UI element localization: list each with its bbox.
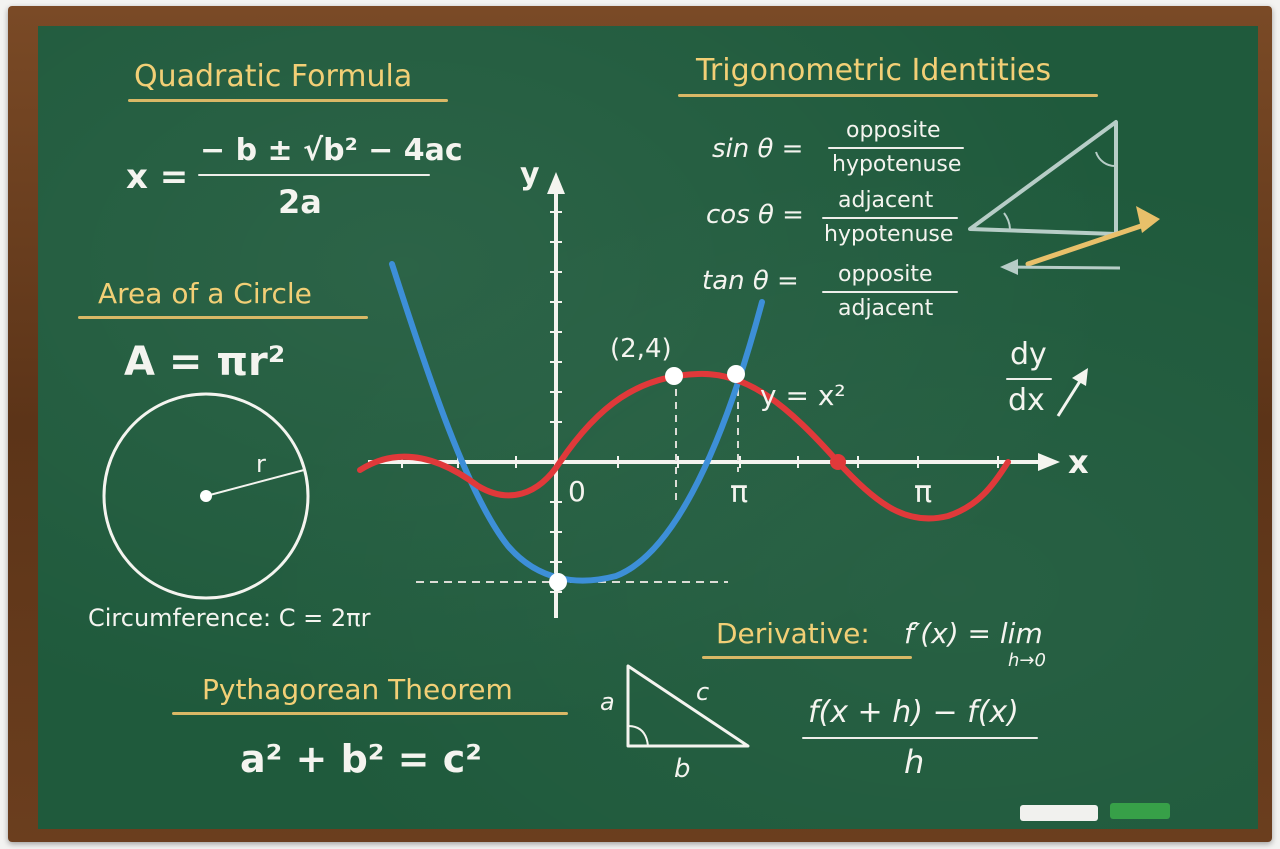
- cos-lhs: cos θ =: [706, 200, 804, 230]
- trig-triangle: [968, 120, 1118, 236]
- quadratic-title: Quadratic Formula: [134, 59, 413, 94]
- derivative-underline: [702, 656, 912, 659]
- graph-point-2-4: [665, 367, 683, 385]
- pythagorean-title: Pythagorean Theorem: [202, 673, 513, 706]
- dydx-fraction-bar: [1006, 378, 1052, 380]
- trig-grey-arrowhead: [1000, 259, 1018, 275]
- sin-denominator: hypotenuse: [832, 152, 962, 177]
- quadratic-numerator: − b ± √b² − 4ac: [200, 133, 463, 168]
- graph-point-red: [830, 454, 846, 470]
- derivative-lhs: f′(x) = lim: [904, 617, 1043, 650]
- tan-lhs: tan θ =: [702, 266, 799, 296]
- quadratic-lhs: x =: [126, 157, 189, 197]
- sin-lhs: sin θ =: [712, 134, 804, 164]
- graph-curve-label: y = x²: [760, 379, 846, 412]
- tan-fraction-bar: [822, 291, 958, 293]
- graph-x-label: x: [1068, 443, 1089, 481]
- area-underline: [78, 316, 368, 319]
- circle-center-dot: [200, 490, 212, 502]
- green-chalk-eraser[interactable]: [1110, 803, 1170, 819]
- pythagorean-underline: [172, 712, 568, 715]
- derivative-limit-sub: h→0: [1008, 650, 1046, 671]
- graph-y-arrowhead: [547, 172, 565, 194]
- white-chalk-eraser[interactable]: [1020, 805, 1098, 821]
- dydx-denominator: dx: [1008, 383, 1045, 418]
- trig-underline: [678, 94, 1098, 97]
- pythagorean-right-angle: [627, 725, 649, 747]
- graph-x-arrowhead: [1038, 453, 1060, 471]
- pythagorean-side-c: c: [696, 678, 710, 706]
- cos-numerator: adjacent: [838, 188, 934, 213]
- sin-numerator: opposite: [846, 118, 941, 143]
- circumference-text: Circumference: C = 2πr: [88, 604, 371, 632]
- pythagorean-side-a: a: [600, 688, 615, 716]
- pythagorean-formula: a² + b² = c²: [240, 737, 482, 781]
- quadratic-fraction-bar: [198, 174, 430, 176]
- dydx-arrow: [1056, 377, 1084, 417]
- derivative-numerator: f(x + h) − f(x): [808, 695, 1019, 730]
- trig-yellow-arrowhead: [1136, 206, 1160, 233]
- trig-yellow-arrow: [1025, 220, 1153, 267]
- area-title: Area of a Circle: [98, 277, 312, 310]
- pythagorean-side-b: b: [674, 754, 691, 784]
- board-drawings: [102, 120, 1160, 748]
- graph-pi-label-1: π: [730, 475, 749, 510]
- sin-fraction-bar: [828, 147, 964, 149]
- graph-point-minimum: [549, 573, 567, 591]
- derivative-fraction-bar: [802, 737, 1038, 739]
- circle-radius-label: r: [256, 450, 266, 478]
- cos-fraction-bar: [822, 217, 958, 219]
- area-formula: A = πr²: [124, 339, 286, 385]
- quadratic-underline: [128, 99, 448, 102]
- graph-point-label: (2,4): [610, 334, 672, 364]
- graph-pi-label-2: π: [914, 475, 933, 510]
- graph-y-label: y: [520, 157, 540, 192]
- graph-y-ticks: [550, 211, 562, 593]
- trig-title: Trigonometric Identities: [696, 53, 1052, 88]
- circle-radius-line: [205, 469, 305, 497]
- derivative-denominator: h: [904, 743, 925, 781]
- tan-denominator: adjacent: [838, 296, 934, 321]
- tan-numerator: opposite: [838, 262, 933, 287]
- dydx-numerator: dy: [1010, 337, 1047, 372]
- red-curve: [357, 370, 1011, 522]
- dydx-arrowhead: [1072, 368, 1088, 386]
- graph-origin-label: 0: [568, 475, 586, 508]
- cos-denominator: hypotenuse: [824, 222, 954, 247]
- graph-point-intersection: [727, 365, 745, 383]
- circle-diagram: [102, 392, 310, 600]
- pythagorean-triangle: [626, 664, 750, 748]
- derivative-title: Derivative:: [716, 617, 870, 650]
- chalkboard: Quadratic Formula x = − b ± √b² − 4ac 2a…: [38, 26, 1258, 829]
- trig-angle-arc: [1003, 212, 1011, 230]
- trig-grey-arrow: [1007, 265, 1121, 270]
- trig-right-angle-arc: [1095, 151, 1117, 168]
- quadratic-denominator: 2a: [278, 183, 322, 221]
- blue-curve: [389, 261, 765, 584]
